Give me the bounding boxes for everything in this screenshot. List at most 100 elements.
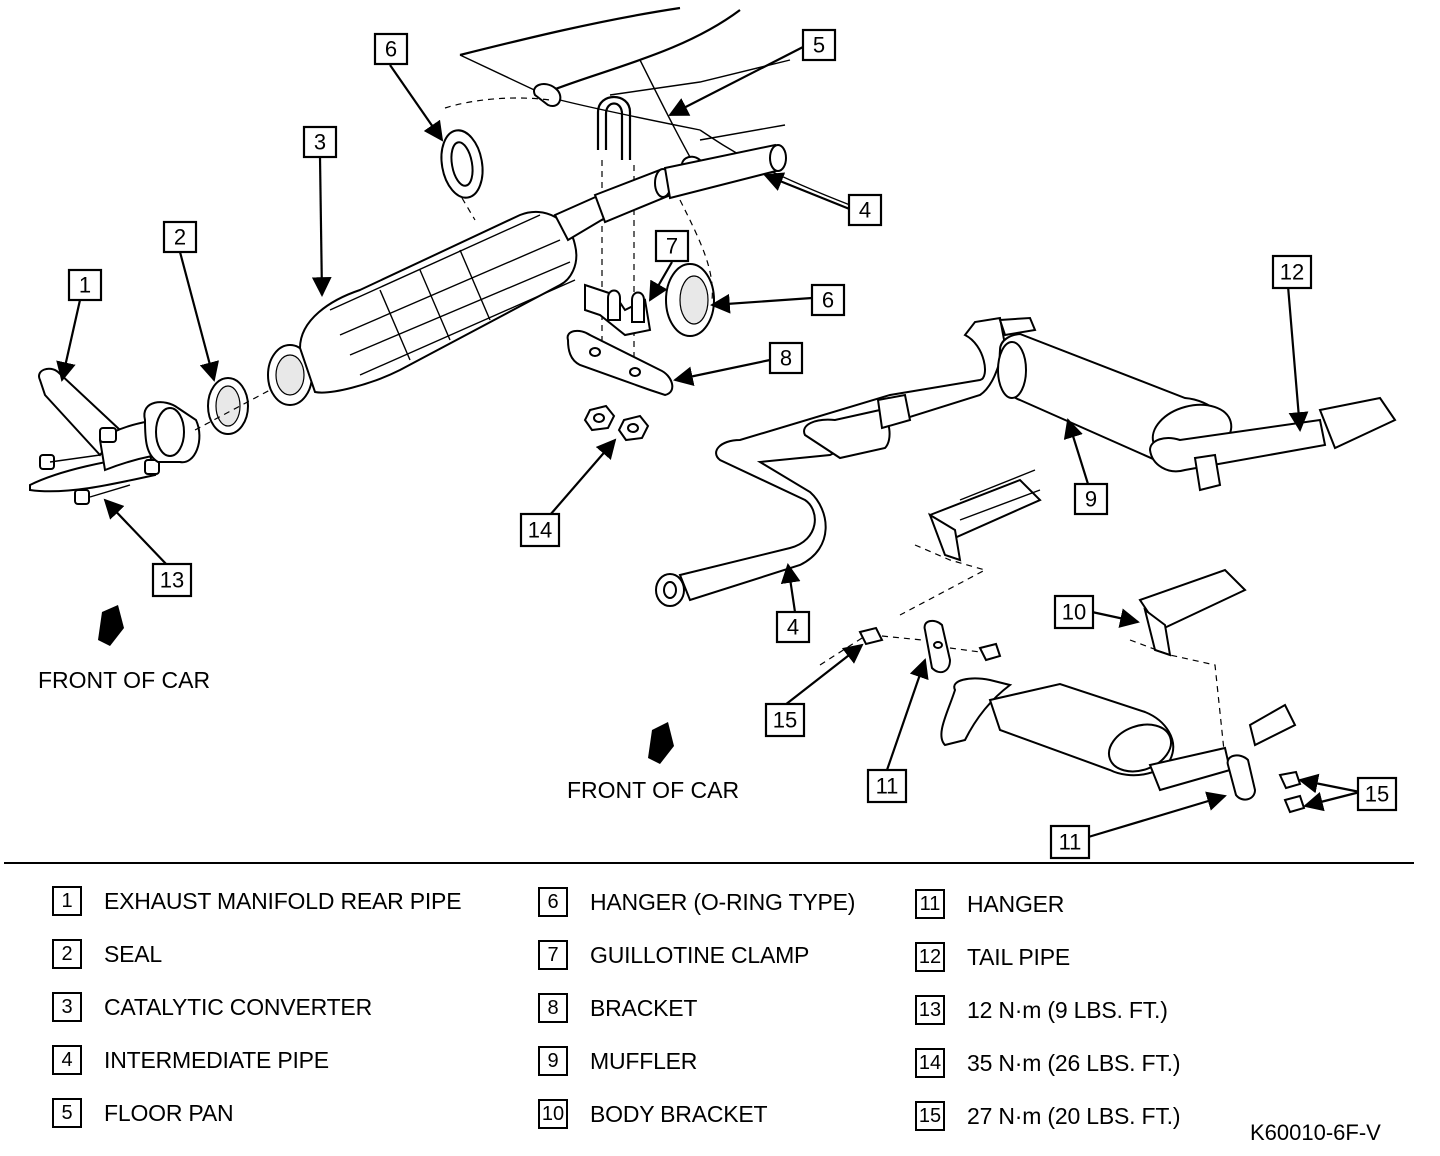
legend-item: 11 HANGER <box>915 888 1064 920</box>
legend-text: MUFFLER <box>590 1047 698 1074</box>
front-of-car-arrow-center <box>648 722 674 764</box>
callout-6-right: 6 <box>810 283 846 317</box>
front-of-car-label-center: FRONT OF CAR <box>567 777 739 803</box>
exhaust-system-diagram: FRONT OF CAR FRONT OF CAR 1 2 <box>29 6 1398 860</box>
legend-number: 8 <box>538 993 568 1023</box>
legend-text: 35 N·m (26 LBS. FT.) <box>967 1049 1181 1076</box>
legend-number: 11 <box>915 889 945 919</box>
legend-number: 15 <box>915 1101 945 1131</box>
callout-11-upper: 11 <box>866 768 908 804</box>
callout-number: 4 <box>859 198 871 223</box>
callout-15-left: 15 <box>764 702 806 738</box>
callout-number: 7 <box>666 234 678 259</box>
front-of-car-label-left: FRONT OF CAR <box>38 667 210 693</box>
body-bracket-lower <box>899 469 1247 761</box>
bracket <box>566 329 674 397</box>
legend-number: 1 <box>52 886 82 916</box>
callout-10: 10 <box>1053 594 1095 630</box>
hanger-lower <box>819 619 1002 674</box>
callout-13: 13 <box>151 562 193 598</box>
legend-number: 5 <box>52 1098 82 1128</box>
callout-number: 10 <box>1062 600 1086 625</box>
callout-number: 8 <box>780 346 792 371</box>
callout-3: 3 <box>302 125 338 159</box>
callout-number: 2 <box>174 225 186 250</box>
legend-number: 13 <box>915 995 945 1025</box>
catalytic-converter <box>267 143 787 406</box>
legend-item: 7 GUILLOTINE CLAMP <box>538 939 809 971</box>
callout-number: 15 <box>1365 782 1389 807</box>
legend-number: 6 <box>538 887 568 917</box>
callout-11-lower: 11 <box>1049 824 1091 860</box>
callout-7: 7 <box>654 229 690 263</box>
legend-item: 2 SEAL <box>52 938 162 970</box>
callout-number: 13 <box>160 568 184 593</box>
guillotine-clamp <box>584 283 652 337</box>
callout-number: 6 <box>385 37 397 62</box>
manifold-flange <box>143 401 201 464</box>
legend-item: 14 35 N·m (26 LBS. FT.) <box>915 1047 1180 1079</box>
callout-14: 14 <box>519 512 561 548</box>
legend-number: 9 <box>538 1046 568 1076</box>
legend-text: EXHAUST MANIFOLD REAR PIPE <box>104 887 462 914</box>
callout-number: 14 <box>528 518 552 543</box>
callout-number: 12 <box>1280 260 1304 285</box>
front-of-car-arrow-left <box>98 605 124 646</box>
legend-item: 5 FLOOR PAN <box>52 1097 234 1129</box>
callout-number: 4 <box>787 615 799 640</box>
callout-12: 12 <box>1271 254 1313 290</box>
callout-4-lower: 4 <box>775 610 811 644</box>
legend-item: 13 12 N·m (9 LBS. FT.) <box>915 994 1168 1026</box>
legend-item: 6 HANGER (O-RING TYPE) <box>538 886 855 918</box>
nuts <box>583 404 650 442</box>
legend-divider <box>4 862 1414 864</box>
figure-id: K60010-6F-V <box>1250 1120 1381 1145</box>
callout-1: 1 <box>67 268 103 302</box>
legend-text: 27 N·m (20 LBS. FT.) <box>967 1102 1181 1129</box>
muffler-alt-view <box>940 677 1306 814</box>
callout-15-right: 15 <box>1356 776 1398 812</box>
legend-item: 9 MUFFLER <box>538 1045 697 1077</box>
legend-text: GUILLOTINE CLAMP <box>590 941 810 968</box>
callout-number: 11 <box>876 774 899 799</box>
o-ring-hanger-right <box>665 199 715 337</box>
legend-item: 8 BRACKET <box>538 992 697 1024</box>
callout-4-upper: 4 <box>847 193 883 227</box>
callout-9: 9 <box>1073 482 1109 516</box>
legend-item: 15 27 N·m (20 LBS. FT.) <box>915 1100 1180 1132</box>
legend-item: 3 CATALYTIC CONVERTER <box>52 991 372 1023</box>
callout-5: 5 <box>801 28 837 62</box>
o-ring-hanger-top <box>440 97 551 221</box>
callout-number: 9 <box>1085 487 1097 512</box>
legend-item: 1 EXHAUST MANIFOLD REAR PIPE <box>52 885 462 917</box>
callout-number: 6 <box>822 288 834 313</box>
legend-text: SEAL <box>104 940 163 967</box>
legend-item: 12 TAIL PIPE <box>915 941 1070 973</box>
legend-text: TAIL PIPE <box>967 943 1071 970</box>
intermediate-pipe-lower <box>655 316 1007 607</box>
seal <box>194 377 271 435</box>
callout-number: 1 <box>79 273 91 298</box>
legend-item: 10 BODY BRACKET <box>538 1098 768 1130</box>
u-bolt <box>596 96 635 360</box>
legend-number: 10 <box>538 1099 568 1129</box>
legend-number: 12 <box>915 942 945 972</box>
callout-6-upper: 6 <box>373 32 409 66</box>
legend-item: 4 INTERMEDIATE PIPE <box>52 1044 329 1076</box>
leader-lines <box>56 46 1361 840</box>
legend-number: 14 <box>915 1048 945 1078</box>
legend-number: 2 <box>52 939 82 969</box>
legend-text: 12 N·m (9 LBS. FT.) <box>967 996 1168 1023</box>
legend-text: HANGER <box>967 890 1065 917</box>
legend-text: CATALYTIC CONVERTER <box>104 993 372 1020</box>
legend-number: 7 <box>538 940 568 970</box>
legend-text: BRACKET <box>590 994 698 1021</box>
legend-text: BODY BRACKET <box>590 1100 768 1127</box>
callout-2: 2 <box>162 220 198 254</box>
callout-number: 5 <box>813 33 825 58</box>
callout-number: 11 <box>1059 830 1082 855</box>
legend-text: FLOOR PAN <box>104 1099 234 1126</box>
callout-8: 8 <box>768 341 804 375</box>
tail-pipe <box>1148 396 1397 492</box>
legend-number: 4 <box>52 1045 82 1075</box>
